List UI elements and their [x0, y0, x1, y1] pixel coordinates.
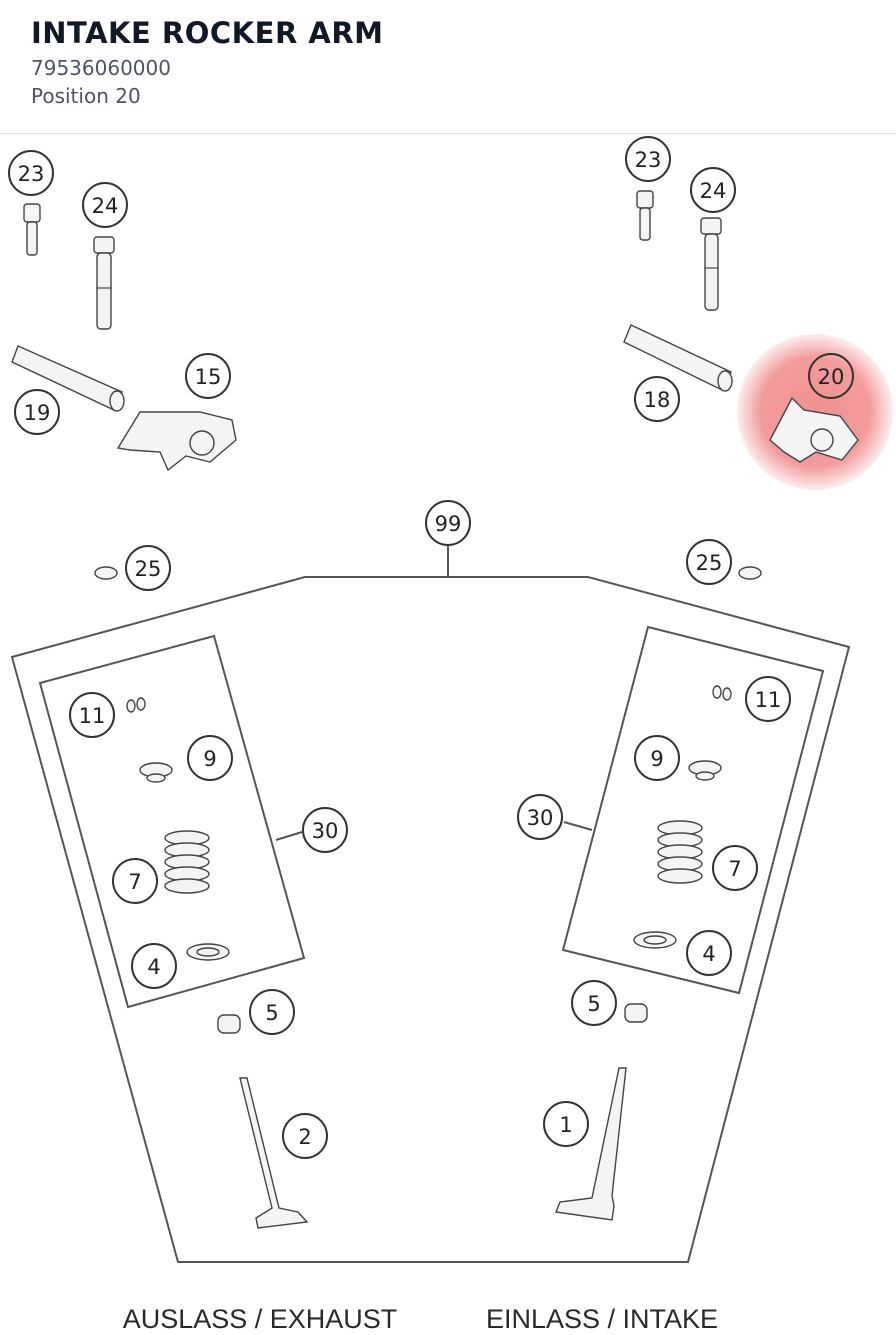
callout-15[interactable]: 15 — [185, 353, 231, 399]
svg-text:23: 23 — [18, 162, 45, 186]
spring-retainer-9-left[interactable] — [139, 762, 173, 783]
part-number: 79536060000 — [31, 56, 171, 80]
rocker-shaft-19[interactable] — [11, 345, 125, 412]
exploded-parts-diagram: 23 24 19 15 23 24 18 20 99 25 25 11 — [8, 136, 893, 1334]
callout-9-right[interactable]: 9 — [634, 735, 680, 781]
callout-25-left[interactable]: 25 — [125, 545, 171, 591]
svg-text:11: 11 — [755, 688, 782, 712]
svg-text:4: 4 — [702, 942, 715, 966]
callout-1[interactable]: 1 — [543, 1101, 589, 1147]
callout-5-left[interactable]: 5 — [249, 989, 295, 1035]
valve-keepers-11-right[interactable] — [712, 685, 732, 701]
callout-5-right[interactable]: 5 — [571, 980, 617, 1026]
svg-text:5: 5 — [587, 992, 600, 1016]
intake-valve-1[interactable] — [555, 1067, 627, 1221]
pin-24-left[interactable] — [93, 236, 115, 330]
callout-25-right[interactable]: 25 — [686, 539, 732, 585]
callout-30-left[interactable]: 30 — [302, 807, 348, 853]
callout-4-right[interactable]: 4 — [686, 930, 732, 976]
svg-text:11: 11 — [79, 704, 106, 728]
svg-text:7: 7 — [128, 870, 141, 894]
svg-text:9: 9 — [650, 747, 663, 771]
svg-text:4: 4 — [147, 955, 160, 979]
intake-side-label: EINLASS / INTAKE — [486, 1304, 718, 1334]
svg-text:15: 15 — [195, 365, 222, 389]
valve-kit-box-right — [561, 625, 825, 995]
callout-24-left[interactable]: 24 — [82, 182, 128, 228]
svg-text:30: 30 — [312, 819, 339, 843]
callout-9-left[interactable]: 9 — [187, 735, 233, 781]
svg-text:30: 30 — [527, 806, 554, 830]
spring-seat-4-right[interactable] — [633, 931, 677, 949]
svg-text:9: 9 — [203, 747, 216, 771]
callout-19[interactable]: 19 — [14, 389, 60, 435]
shim-25-left[interactable] — [94, 566, 118, 580]
svg-text:25: 25 — [135, 557, 162, 581]
callout-23-left[interactable]: 23 — [8, 150, 54, 196]
exhaust-rocker-arm-15[interactable] — [116, 411, 237, 472]
bolt-23-left[interactable] — [23, 203, 41, 256]
callout-4-left[interactable]: 4 — [131, 943, 177, 989]
exhaust-side-label: AUSLASS / EXHAUST — [123, 1304, 398, 1334]
callout-11-right[interactable]: 11 — [745, 676, 791, 722]
callout-2[interactable]: 2 — [282, 1113, 328, 1159]
svg-text:99: 99 — [435, 512, 462, 536]
callout-18[interactable]: 18 — [634, 376, 680, 422]
pin-24-right[interactable] — [700, 217, 722, 311]
part-position: Position 20 — [31, 84, 141, 108]
part-title: INTAKE ROCKER ARM — [31, 16, 384, 50]
spring-seat-4-left[interactable] — [186, 943, 230, 961]
callout-leader-30-right — [563, 821, 593, 831]
callout-24-right[interactable]: 24 — [690, 167, 736, 213]
bolt-23-right[interactable] — [636, 190, 654, 241]
callout-11-left[interactable]: 11 — [69, 692, 115, 738]
valve-seal-5-right[interactable] — [624, 1003, 648, 1023]
shim-25-right[interactable] — [738, 566, 762, 580]
callout-leader-30-left — [275, 831, 303, 841]
callout-23-right[interactable]: 23 — [625, 136, 671, 182]
valve-kit-box-left — [38, 634, 306, 1009]
svg-text:24: 24 — [700, 179, 727, 203]
assembly-outline — [10, 576, 851, 1263]
valve-keepers-11-left[interactable] — [126, 697, 146, 713]
svg-text:25: 25 — [696, 551, 723, 575]
callout-7-right[interactable]: 7 — [712, 845, 758, 891]
svg-text:5: 5 — [265, 1001, 278, 1025]
intake-rocker-arm-20[interactable] — [769, 396, 859, 463]
svg-text:20: 20 — [818, 365, 845, 389]
spring-retainer-9-right[interactable] — [688, 760, 722, 781]
svg-text:19: 19 — [24, 401, 51, 425]
callout-99[interactable]: 99 — [425, 500, 471, 546]
valve-spring-7-right[interactable] — [657, 820, 703, 884]
rocker-shaft-18[interactable] — [623, 324, 733, 392]
exhaust-valve-2[interactable] — [239, 1077, 309, 1229]
svg-text:23: 23 — [635, 148, 662, 172]
callout-30-right[interactable]: 30 — [517, 794, 563, 840]
svg-text:1: 1 — [559, 1113, 572, 1137]
callout-7-left[interactable]: 7 — [112, 858, 158, 904]
svg-text:7: 7 — [728, 857, 741, 881]
callout-20[interactable]: 20 — [808, 353, 854, 399]
svg-text:2: 2 — [298, 1125, 311, 1149]
valve-spring-7-left[interactable] — [164, 830, 210, 894]
header: INTAKE ROCKER ARM 79536060000 Position 2… — [0, 0, 896, 134]
valve-seal-5-left[interactable] — [217, 1014, 241, 1034]
svg-text:24: 24 — [92, 194, 119, 218]
svg-text:18: 18 — [644, 388, 671, 412]
